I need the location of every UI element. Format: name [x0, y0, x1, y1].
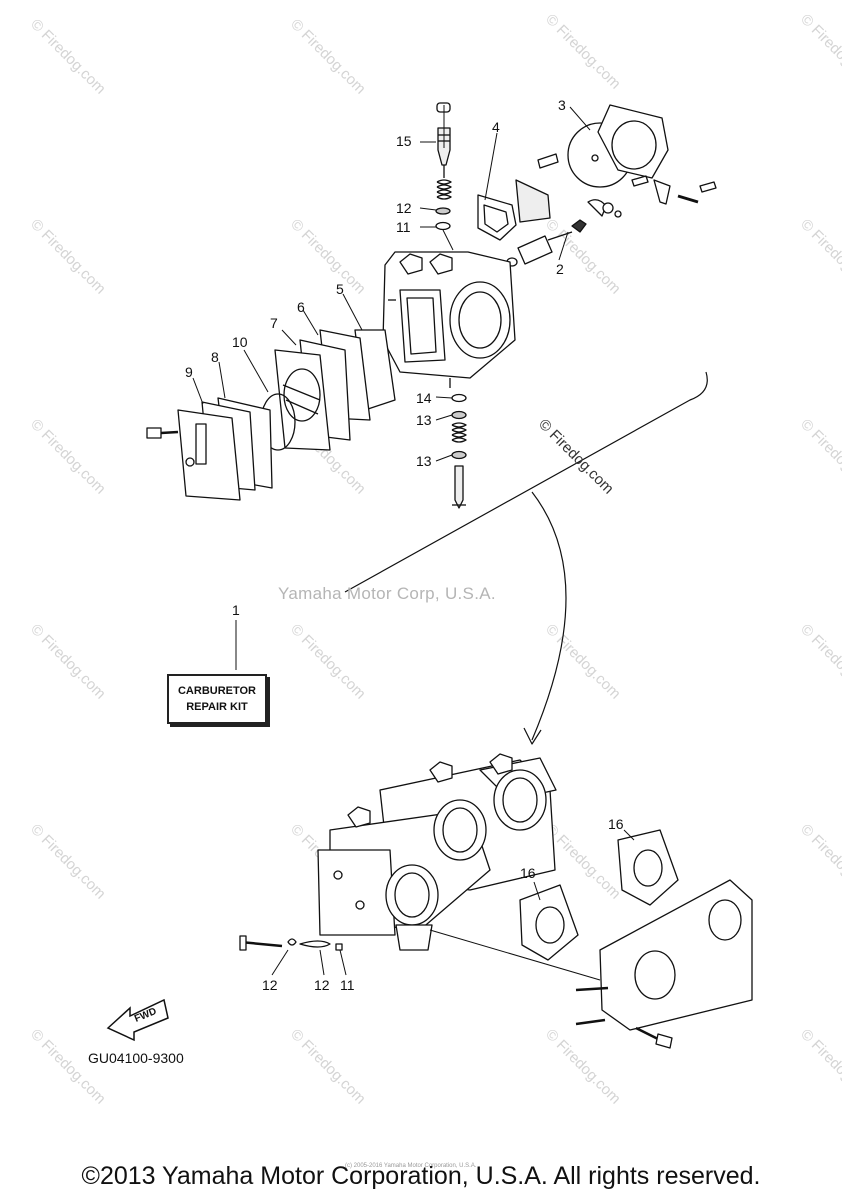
part-number: 3 [558, 97, 566, 113]
watermark: © Firedog.com [27, 216, 109, 298]
watermark: © Firedog.com [797, 821, 842, 903]
watermark: © Firedog.com [287, 216, 369, 298]
part-number: 10 [232, 334, 248, 350]
watermark: © Firedog.com [542, 11, 624, 93]
kit-label-line2: REPAIR KIT [186, 701, 248, 713]
small-hardware [537, 153, 717, 218]
part-number: 13 [416, 453, 432, 469]
leader-lines [192, 105, 591, 462]
part-number: 13 [416, 412, 432, 428]
part-number: 14 [416, 390, 432, 406]
watermark: © Firedog.com [287, 1026, 369, 1108]
watermark: © Firedog.com [797, 621, 842, 703]
diagonal-watermark: © Firedog.com [535, 416, 617, 498]
watermark: © Firedog.com [542, 1026, 624, 1108]
part-number: 9 [185, 364, 193, 380]
exploded-carburetor [146, 102, 717, 745]
needle-valve-part-2 [506, 219, 587, 267]
watermark: © Firedog.com [27, 416, 109, 498]
part-numbers: 1 2 3 4 5 6 7 8 9 10 11 12 13 13 14 15 1… [185, 97, 624, 993]
repair-kit-label: CARBURETOR REPAIR KIT [167, 674, 267, 724]
part-number: 5 [336, 281, 344, 297]
fine-print: (c) 2005-2016 Yamaha Motor Corporation, … [345, 1163, 477, 1169]
part-number: 2 [556, 261, 564, 277]
watermark: © Firedog.com [797, 11, 842, 93]
copyright-notice: ©2013 Yamaha Motor Corporation, U.S.A. A… [81, 1162, 761, 1190]
diaphragm-part-3 [567, 104, 669, 188]
watermark: © Firedog.com [287, 621, 369, 703]
assembly-arc [344, 371, 708, 593]
part-number: 11 [340, 977, 355, 993]
gasket-part-4 [477, 179, 551, 241]
float-chamber-parts [274, 329, 396, 451]
watermark: © Firedog.com [27, 1026, 109, 1108]
part-number: 12 [314, 977, 330, 993]
diagram-code: GU04100-9300 [88, 1050, 184, 1066]
watermark: © Firedog.com [797, 1026, 842, 1108]
part-number: 16 [608, 816, 624, 832]
watermark: © Firedog.com [27, 821, 109, 903]
spring-stack [435, 179, 452, 231]
part-number: 12 [262, 977, 278, 993]
part-number: 7 [270, 315, 278, 331]
part-number: 16 [520, 865, 536, 881]
lower-jets [451, 393, 467, 509]
watermark: © Firedog.com [542, 621, 624, 703]
part-number: 15 [396, 133, 412, 149]
kit-label-line1: CARBURETOR [177, 685, 257, 697]
watermark: © Firedog.com [27, 621, 109, 703]
watermark: © Firedog.com [287, 16, 369, 98]
part-number: 1 [232, 602, 240, 618]
part-number: 4 [492, 119, 500, 135]
watermark: © Firedog.com [797, 216, 842, 298]
bolt-left [146, 427, 179, 439]
carburetor-body [382, 251, 516, 388]
part-number: 6 [297, 299, 305, 315]
carburetor-bank [239, 753, 753, 1049]
cover-plates [177, 397, 273, 501]
part-number: 8 [211, 349, 219, 365]
part-number: 11 [396, 219, 411, 235]
watermark: © Firedog.com [797, 416, 842, 498]
fwd-arrow-icon: FWD [106, 998, 169, 1042]
assembly-arrow [531, 491, 567, 741]
watermark: © Firedog.com [27, 16, 109, 98]
part-number: 12 [396, 200, 412, 216]
inner-watermark: Yamaha Motor Corp, U.S.A. [278, 584, 496, 603]
